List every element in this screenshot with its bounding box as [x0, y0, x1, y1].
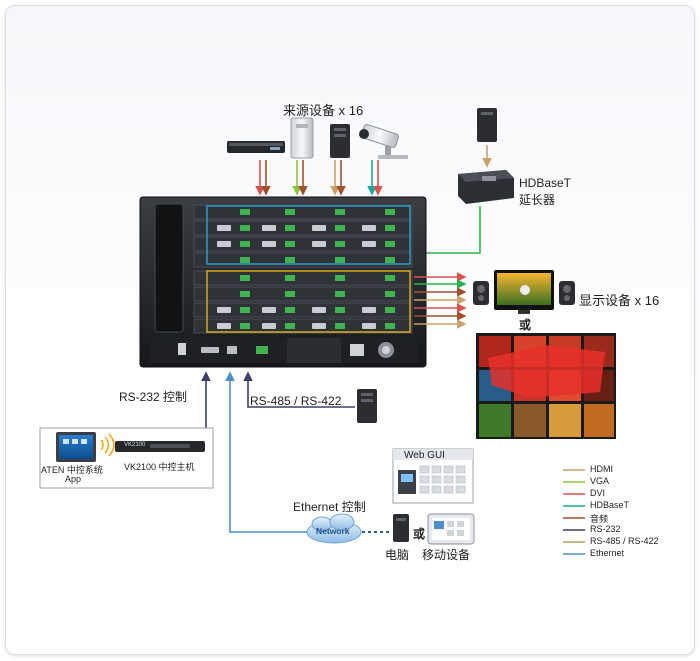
legend-audio: 音频 [590, 514, 609, 524]
input-boards [193, 204, 413, 268]
output-connection-lines [414, 272, 467, 329]
vk2100-panel-text: VK2100 [124, 442, 146, 448]
legend-hdbaset: HDBaseT [590, 500, 630, 510]
hdbaset-sublabel: 延长器 [519, 193, 556, 207]
web-gui-window [392, 448, 474, 504]
aten-app-label-line1: ATEN 中控系统 [41, 465, 103, 475]
rs232-label: RS-232 控制 [119, 390, 188, 404]
ethernet-label: Ethernet 控制 [293, 500, 366, 514]
port-indicators [240, 209, 395, 329]
display-label: 显示设备 x 16 [579, 293, 660, 308]
legend-rs232: RS-232 [590, 524, 621, 534]
ethernet-link [225, 371, 308, 533]
rs485-label: RS-485 / RS-422 [250, 394, 342, 408]
legend-hdmi: HDMI [590, 464, 613, 474]
rs485-link [243, 371, 377, 423]
vk2100-label: VK2100 中控主机 [124, 462, 195, 472]
pc-tower-icon [393, 514, 409, 542]
legend-rs485: RS-485 / RS-422 [590, 536, 659, 546]
network-cloud-icon [306, 513, 362, 544]
output-boards [193, 270, 413, 334]
or-label-display: 或 [519, 318, 532, 332]
hdbaset-extender [410, 108, 514, 258]
legend-vga: VGA [590, 476, 610, 486]
display-tv-icon [473, 270, 575, 314]
mobile-label: 移动设备 [422, 548, 471, 562]
computer-tower-icon [290, 117, 314, 159]
legend-ethernet: Ethernet [590, 548, 625, 558]
vk2100-controller-box [39, 427, 214, 489]
web-gui-label: Web GUI [404, 450, 445, 461]
source-devices [227, 117, 408, 196]
or-label-control: 或 [413, 527, 426, 541]
cctv-camera-icon [359, 124, 408, 159]
legend-swatches [563, 469, 585, 555]
video-wall-icon [476, 333, 616, 439]
source-connection-lines [255, 160, 383, 196]
network-label: Network [316, 526, 350, 536]
black-tower-icon [330, 124, 350, 158]
aten-app-label-line2: App [65, 474, 82, 484]
matrix-switch-chassis [139, 196, 427, 368]
media-player-icon [227, 141, 285, 153]
legend-dvi: DVI [590, 488, 606, 498]
sources-label: 来源设备 x 16 [283, 103, 364, 118]
mobile-device-icon [427, 513, 475, 545]
hdbaset-label: HDBaseT [519, 176, 572, 190]
pc-label: 电脑 [385, 548, 410, 562]
